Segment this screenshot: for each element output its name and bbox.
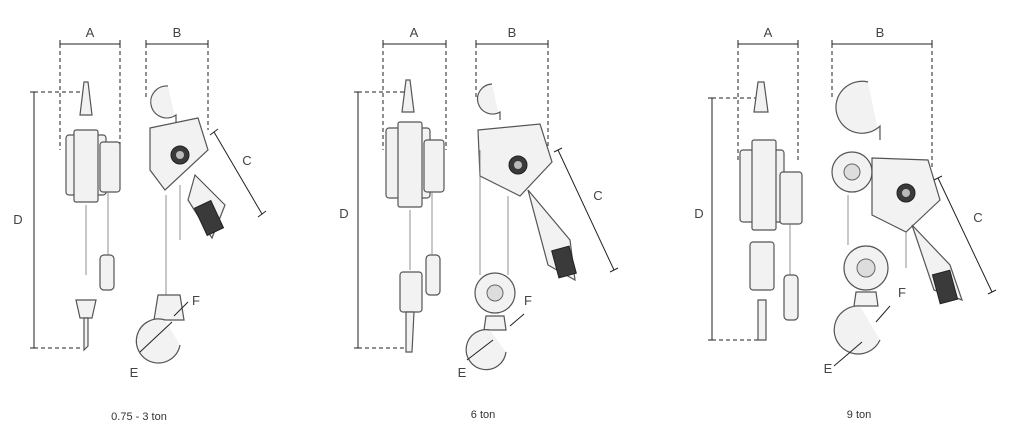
label-f: F [524,293,532,308]
label-c: C [593,188,602,203]
hoist-front-view [831,80,963,355]
label-d: D [694,206,703,221]
label-c: C [242,153,251,168]
label-b: B [173,25,182,40]
caption-0-75-3-ton: 0.75 - 3 ton [111,411,167,423]
dimension-e-f: E F [458,293,532,380]
label-e: E [458,365,467,380]
label-b: B [508,25,517,40]
caption-6-ton: 6 ton [471,409,495,421]
panel-6-ton: A B D [339,25,619,421]
dimension-b: B [145,25,209,130]
label-f: F [898,285,906,300]
dimension-c: C [209,128,267,218]
label-d: D [339,206,348,221]
label-e: E [130,365,139,380]
hoist-side-view [385,79,445,353]
dimension-e-f: E F [130,293,200,380]
dimension-d: D [339,91,405,349]
dimension-b: B [831,25,933,170]
dimension-a: A [737,25,799,160]
label-a: A [410,25,419,40]
label-d: D [13,212,22,227]
dimension-d: D [13,91,80,349]
panel-0-75-3-ton: A B D [13,25,267,423]
caption-9-ton: 9 ton [847,409,871,421]
label-e: E [824,361,833,376]
dimension-e-f: E F [824,285,906,376]
label-c: C [973,210,982,225]
hoist-side-view [65,81,121,352]
hoist-front-view [135,85,226,364]
hoist-front-view [465,83,577,371]
label-a: A [86,25,95,40]
hoist-side-view [739,81,803,341]
dimension-a: A [382,25,447,150]
dimension-a: A [59,25,121,150]
label-f: F [192,293,200,308]
panel-9-ton: A B D [694,25,997,421]
label-b: B [876,25,885,40]
label-a: A [764,25,773,40]
dimension-c: C [553,147,619,273]
dimension-c: C [933,175,997,295]
dimension-d: D [694,97,760,341]
dimension-b: B [475,25,549,150]
